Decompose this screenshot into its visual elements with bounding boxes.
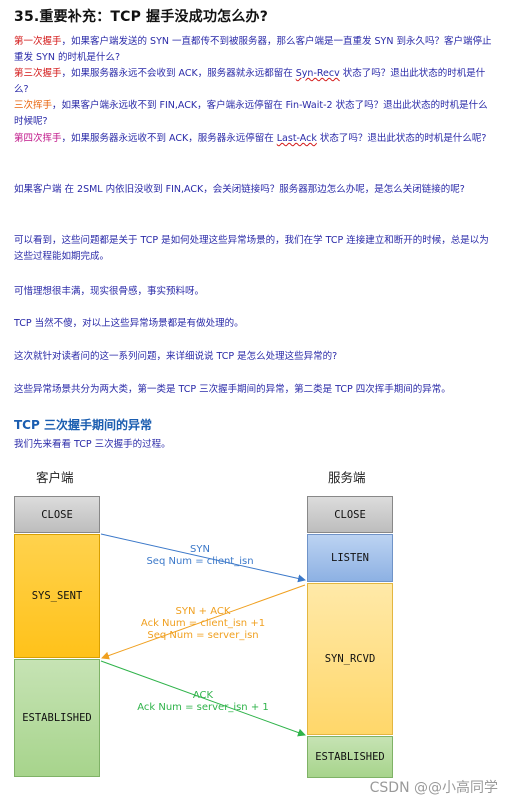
watermark: CSDN @@小高同学 [369,780,498,796]
ack-label-line: ACK [192,690,214,701]
state-last-ack: Last-Ack [276,133,317,144]
question-text: ，如果服务器永远不会收到 ACK，服务器就永远都留在 [61,68,296,79]
question-text: ，如果客户端永远收不到 FIN,ACK，客户端永远停留在 Fin-Wait-2 … [14,100,488,127]
section-title: TCP 三次握手期间的异常 [14,418,152,432]
state-syn-recv: Syn-Recv [295,68,340,79]
question-lead: 第一次握手 [14,36,62,47]
body-paragraph: 如果客户端 在 2SML 内依旧没收到 FIN,ACK，会关闭链接吗？服务器那边… [14,184,465,195]
syn-label-line: SYN [190,544,210,555]
syn-label-line: Seq Num = client_isn [146,556,254,567]
question-lead: 第三次握手 [14,68,62,79]
article-title: 35.重要补充：TCP 握手没成功怎么办? [14,9,269,25]
ack-label-line: Ack Num = server_isn + 1 [137,702,269,713]
syn-ack-label: SYN + ACK Ack Num = client_isn +1 Seq Nu… [128,606,278,642]
server-state-listen: LISTEN [307,534,393,582]
ack-arrow [100,660,306,737]
question-text: ，如果服务器永远收不到 ACK，服务器永远停留在 [61,133,277,144]
question-first-handshake: 第一次握手，如果客户端发送的 SYN 一直都传不到被服务器，那么客户端是一直重发… [14,34,494,66]
question-lead: 第四次挥手 [14,133,62,144]
question-text: ，如果客户端发送的 SYN 一直都传不到被服务器，那么客户端是一直重发 SYN … [14,36,492,63]
body-paragraph: 这次就针对读者问的这一系列问题，来详细说说 TCP 是怎么处理这些异常的? [14,351,338,362]
body-paragraph: 可以看到，这些问题都是关于 TCP 是如何处理这些异常场景的，我们在学 TCP … [14,235,489,262]
question-lead: 三次挥手 [14,100,53,111]
question-text: 状态了吗？退出此状态的时机是什么呢? [316,133,487,144]
question-text: 状态了吗？退出此状态的时机是什么? [14,68,486,95]
client-state-close: CLOSE [14,496,100,533]
syn-ack-label-line: SYN + ACK [175,606,231,617]
question-fourth-wave: 第四次挥手，如果服务器永远收不到 ACK，服务器永远停留在 Last-Ack 状… [14,131,494,147]
section-subtitle: 我们先来看看 TCP 三次握手的过程。 [14,439,171,450]
question-third-handshake: 第三次握手，如果服务器永远不会收到 ACK，服务器就永远都留在 Syn-Recv… [14,66,494,98]
client-state-established: ESTABLISHED [14,659,100,777]
client-state-syn-sent: SYS_SENT [14,534,100,658]
body-paragraph: 这些异常场景共分为两大类，第一类是 TCP 三次握手期间的异常，第二类是 TCP… [14,384,451,395]
body-paragraph: 可惜理想很丰满，现实很骨感，事实预料呀。 [14,286,205,297]
syn-ack-label-line: Seq Num = server_isn [147,630,259,641]
server-state-established: ESTABLISHED [307,736,393,778]
syn-arrow [100,533,306,583]
ack-label: ACK Ack Num = server_isn + 1 [128,690,278,714]
syn-label: SYN Seq Num = client_isn [140,544,260,568]
syn-ack-arrow [101,584,306,660]
server-state-close: CLOSE [307,496,393,533]
server-title: 服务端 [328,470,366,485]
client-title: 客户端 [36,470,74,485]
three-way-handshake-diagram: 客户端 服务端 CLOSE SYS_SENT ESTABLISHED CLOSE… [0,458,508,805]
question-third-wave: 三次挥手，如果客户端永远收不到 FIN,ACK，客户端永远停留在 Fin-Wai… [14,98,494,130]
syn-ack-label-line: Ack Num = client_isn +1 [140,618,266,629]
handshake-arrows [100,533,306,737]
server-state-syn-rcvd: SYN_RCVD [307,583,393,735]
body-paragraph: TCP 当然不傻，对以上这些异常场景都是有做处理的。 [14,318,244,329]
